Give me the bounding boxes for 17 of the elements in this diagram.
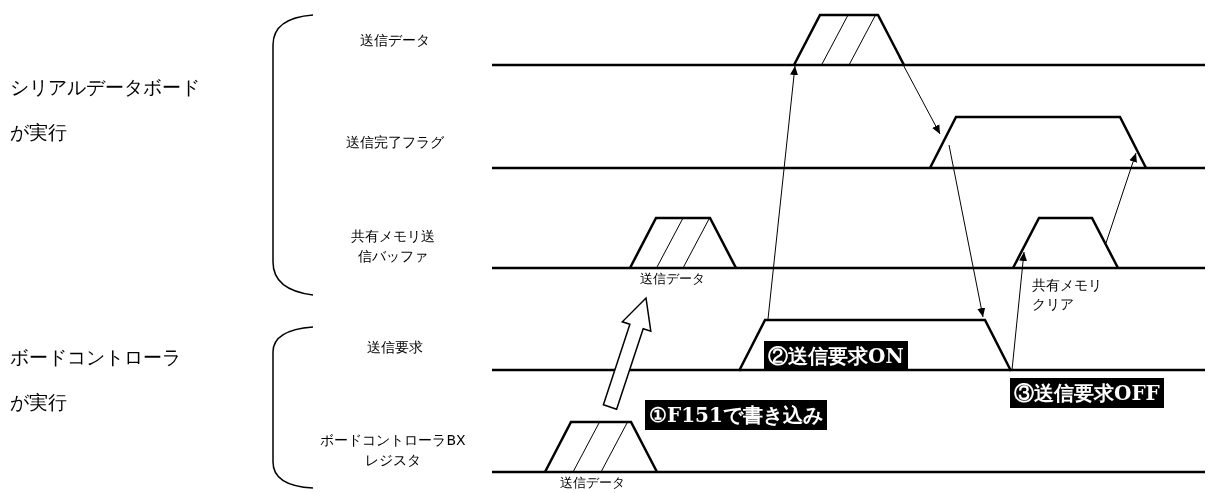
pulse-caption: 送信データ (640, 270, 705, 288)
arrow (767, 65, 798, 320)
signal-name: ボードコントローラBXレジスタ (319, 431, 467, 470)
signal-name: 共有メモリ送信バッファ (350, 227, 436, 266)
signal-name: 送信要求 (366, 338, 424, 357)
step-callout: ②送信要求ON (764, 341, 908, 371)
pulse-caption: 送信データ (560, 474, 625, 492)
signal-name: 送信データ (359, 31, 431, 50)
arrow (948, 144, 986, 318)
group-label: ボードコントローラが実行 (10, 345, 182, 415)
signal-name: 送信完了フラグ (345, 133, 445, 152)
step-callout: ①F151で書き込み (645, 400, 827, 430)
arrow (1105, 152, 1137, 244)
group-label: シリアルデータボードが実行 (10, 75, 201, 145)
step-callout: ③送信要求OFF (1010, 378, 1164, 408)
arrow (1011, 251, 1028, 371)
hollow-arrow (602, 296, 652, 411)
